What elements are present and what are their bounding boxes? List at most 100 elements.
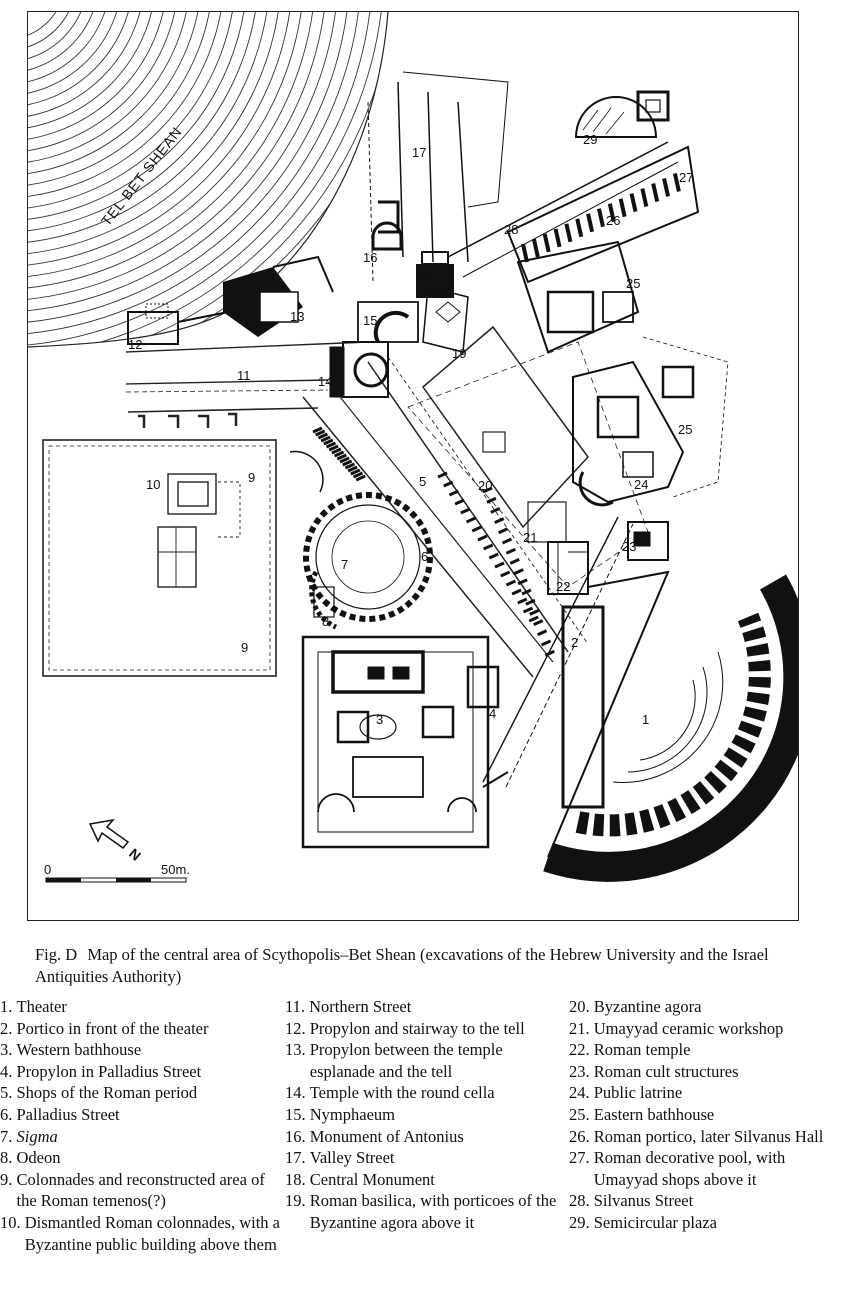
feature-label-22: 22 xyxy=(556,579,570,594)
building-10 xyxy=(157,473,241,588)
legend-item-number: 4. xyxy=(0,1061,17,1081)
shop-wall xyxy=(517,578,528,586)
legend-item: 14. Temple with the round cella xyxy=(285,1082,570,1104)
contour-line xyxy=(28,12,283,257)
feature-label-12: 12 xyxy=(128,337,142,352)
shop-wall xyxy=(342,459,353,467)
legend-item-number: 1. xyxy=(0,997,17,1016)
legend-item: 25. Eastern bathhouse xyxy=(569,1104,844,1126)
shop-wall xyxy=(448,489,460,497)
feature-label-20: 20 xyxy=(478,478,492,493)
shop-wall xyxy=(443,480,454,488)
contour-line xyxy=(28,12,260,234)
shop-wall xyxy=(460,507,471,515)
legend-item: 1. Theater xyxy=(0,996,285,1018)
legend-item-text: Roman cult structures xyxy=(593,1061,739,1081)
legend-item-number: 25. xyxy=(569,1104,594,1124)
byzantine-agora xyxy=(407,325,649,588)
legend-item-text: Roman temple xyxy=(593,1040,691,1060)
contour-line xyxy=(28,12,271,245)
feature-label-14: 14 xyxy=(318,374,332,389)
contour-line xyxy=(28,12,340,314)
feature-label-27: 27 xyxy=(679,170,693,185)
feature-label-16: 16 xyxy=(363,250,377,265)
legend-item: 23. Roman cult structures xyxy=(569,1061,844,1083)
northern-street xyxy=(125,341,369,428)
legend-item-number: 15. xyxy=(285,1104,310,1124)
portico-column xyxy=(629,193,638,213)
shop-wall xyxy=(344,462,356,470)
shop-wall xyxy=(490,507,501,514)
contour-line xyxy=(28,12,351,325)
shop-wall xyxy=(511,588,522,596)
legend-item-text: Monument of Antonius xyxy=(309,1126,464,1146)
portico-column xyxy=(596,208,605,228)
roman-basilica xyxy=(422,286,469,353)
legend-item: 19. Roman basilica, with porticoes of th… xyxy=(285,1190,570,1233)
tell-label: TEL BET SHEAN xyxy=(98,124,185,229)
legend-item-number: 3. xyxy=(0,1040,17,1060)
silvanus-portico xyxy=(521,173,681,263)
legend-item-number: 24. xyxy=(569,1083,594,1103)
legend-item: 15. Nymphaeum xyxy=(285,1104,570,1126)
propylon-12 xyxy=(127,303,229,345)
legend-item-number: 13. xyxy=(285,1040,310,1060)
shop-wall xyxy=(437,471,448,479)
legend-item-text: Central Monument xyxy=(309,1169,435,1189)
silvanus-street xyxy=(447,141,700,284)
shop-wall xyxy=(497,527,509,535)
feature-label-5: 5 xyxy=(419,474,426,489)
feature-label-21: 21 xyxy=(523,530,537,545)
valley-street xyxy=(367,71,509,283)
legend-item: 22. Roman temple xyxy=(569,1039,844,1061)
legend-item-number: 26. xyxy=(569,1126,594,1146)
shop-wall xyxy=(339,456,350,464)
feature-label-1: 1 xyxy=(642,712,649,727)
contour-line xyxy=(28,12,305,279)
legend-item-text: Nymphaeum xyxy=(309,1104,395,1124)
contour-line xyxy=(28,12,388,347)
legend-item-number: 16. xyxy=(285,1126,310,1146)
figure-caption-text: Map of the central area of Scythopolis–B… xyxy=(35,945,769,986)
legend-item-text: Dismantled Roman colonnades, with a Byza… xyxy=(24,1212,280,1254)
legend-item-text: Portico in front of the theater xyxy=(16,1018,209,1038)
contour-line xyxy=(28,12,248,222)
contour-line xyxy=(28,12,294,268)
contour-line xyxy=(28,12,89,63)
legend-item-number: 8. xyxy=(0,1148,17,1168)
shop-wall xyxy=(317,432,329,440)
north-label: N xyxy=(126,845,144,864)
feature-label-4: 4 xyxy=(489,706,496,721)
shop-wall xyxy=(513,568,524,575)
shop-wall xyxy=(540,639,552,647)
legend-item-text: Roman basilica, with porticoes of the By… xyxy=(309,1191,557,1232)
shop-wall xyxy=(517,597,528,605)
nymphaeum xyxy=(357,301,419,343)
feature-label-13: 13 xyxy=(290,309,304,324)
contour-line xyxy=(28,12,157,131)
cult-structures-23 xyxy=(627,521,669,561)
legend-item-text: Theater xyxy=(16,997,67,1016)
legend-item: 16. Monument of Antonius xyxy=(285,1126,570,1148)
legend-item-number: 18. xyxy=(285,1169,310,1189)
legend-item-text: Western bathhouse xyxy=(16,1040,142,1060)
shop-wall xyxy=(336,453,347,461)
legend-item: 8. Odeon xyxy=(0,1147,285,1169)
eastern-bathhouse-north xyxy=(516,240,640,354)
shop-wall xyxy=(482,486,493,494)
portico-column xyxy=(586,213,595,233)
legend-item-number: 6. xyxy=(0,1104,17,1124)
shop-wall xyxy=(521,588,532,596)
shop-wall xyxy=(465,516,477,524)
legend-item-number: 23. xyxy=(569,1061,594,1081)
monument-antonius xyxy=(371,221,403,251)
legend-item-text: Sigma xyxy=(16,1126,58,1146)
shop-wall xyxy=(355,474,366,482)
legend-item-text: Propylon and stairway to the tell xyxy=(309,1018,525,1038)
shop-wall xyxy=(325,441,337,449)
eastern-bathhouse-south xyxy=(572,336,729,507)
legend-item: 28. Silvanus Street xyxy=(569,1190,844,1212)
legend-item-text: Umayyad ceramic workshop xyxy=(593,1018,784,1038)
shops-roman-period xyxy=(312,426,556,657)
